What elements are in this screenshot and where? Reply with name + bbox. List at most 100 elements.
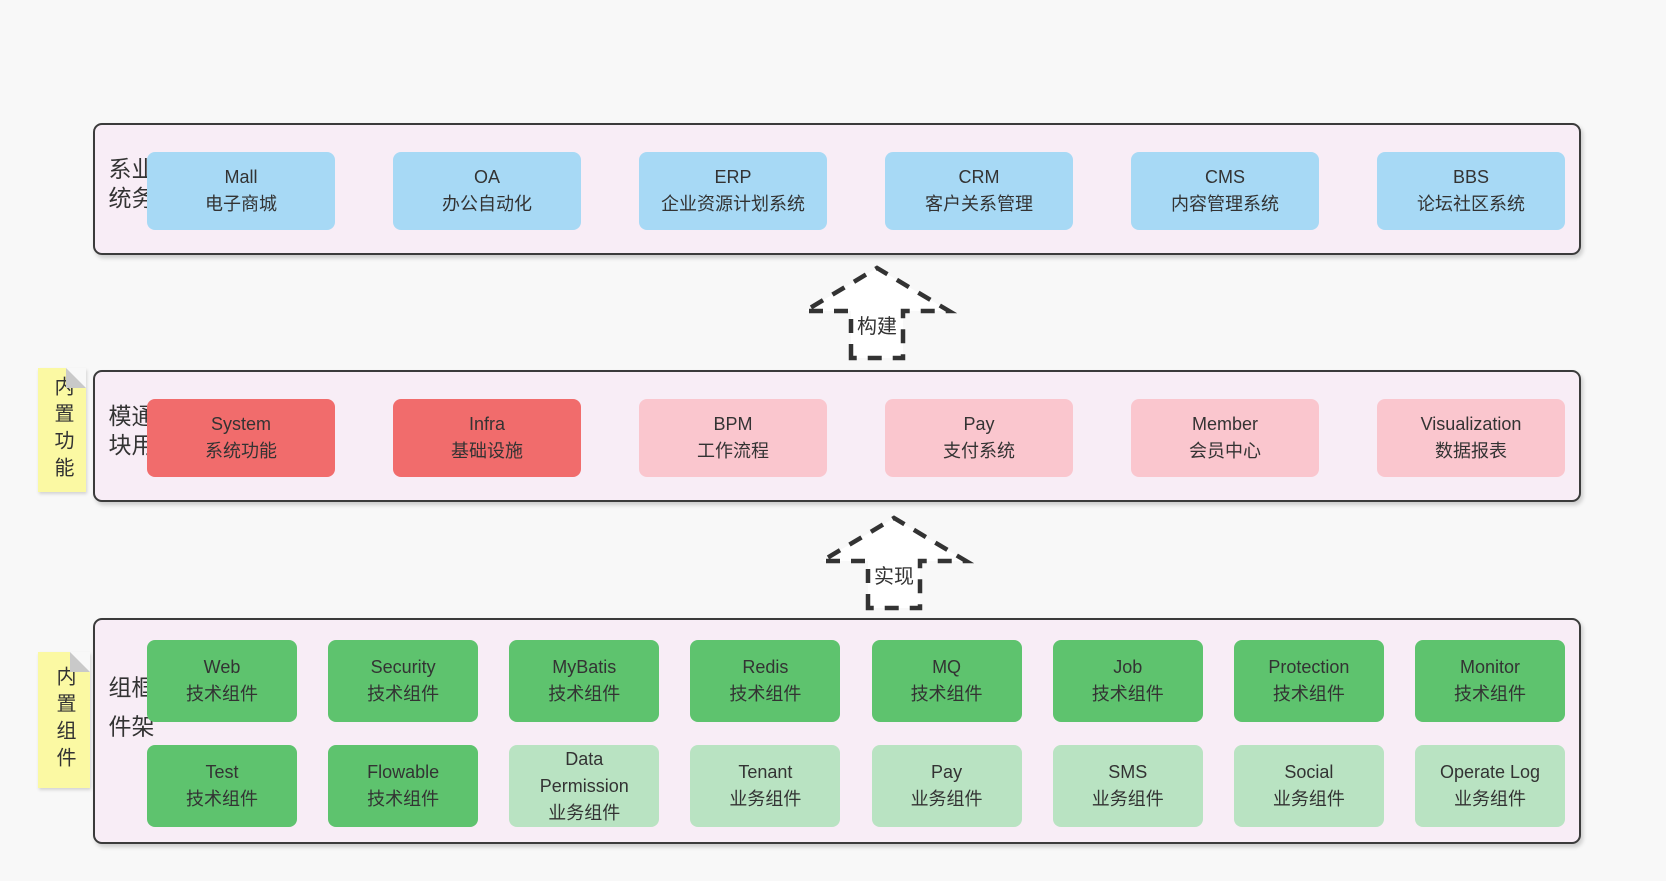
box-desc: 技术组件 bbox=[186, 684, 258, 704]
box-name: Test bbox=[205, 762, 239, 782]
box-system: System 系统功能 bbox=[147, 399, 335, 477]
sticky-built-in-components-label: 内置组件 bbox=[53, 666, 75, 774]
box-name: Pay bbox=[931, 762, 963, 782]
band-common-modules-label: 通用模块 bbox=[105, 404, 154, 462]
box-social: Social 业务组件 bbox=[1233, 745, 1384, 827]
box-desc: 业务组件 bbox=[1453, 789, 1526, 809]
box-desc: 技术组件 bbox=[1272, 684, 1345, 704]
arrow-implement: 实现 bbox=[814, 510, 974, 614]
box-data-permission: Data Permission 业务组件 bbox=[509, 745, 660, 827]
box-bpm: BPM 工作流程 bbox=[639, 399, 827, 477]
band-common-modules: 通用模块 System 系统功能 Infra 基础设施 BPM 工作流程 Pay… bbox=[93, 370, 1581, 502]
business-systems-row: Mall 电子商城 OA 办公自动化 ERP 企业资源计划系统 CRM 客户关系… bbox=[147, 152, 1565, 230]
band-business-systems: 业务系统 Mall 电子商城 OA 办公自动化 ERP 企业资源计划系统 CRM… bbox=[93, 123, 1581, 255]
box-protection: Protection 技术组件 bbox=[1233, 640, 1384, 722]
box-security: Security 技术组件 bbox=[328, 640, 479, 722]
box-operate-log: Operate Log 业务组件 bbox=[1414, 745, 1565, 827]
box-desc: 客户关系管理 bbox=[925, 194, 1033, 214]
box-desc: 支付系统 bbox=[943, 441, 1015, 461]
box-infra: Infra 基础设施 bbox=[393, 399, 581, 477]
box-desc: 业务组件 bbox=[1272, 789, 1345, 809]
box-name: Social bbox=[1284, 762, 1334, 782]
box-desc: 技术组件 bbox=[729, 684, 802, 704]
box-name: ERP bbox=[714, 167, 752, 187]
box-desc: 技术组件 bbox=[367, 789, 440, 809]
box-desc: 基础设施 bbox=[451, 441, 523, 461]
box-desc: 业务组件 bbox=[548, 802, 621, 823]
box-desc: 技术组件 bbox=[1453, 684, 1526, 704]
box-name: CMS bbox=[1205, 167, 1245, 187]
box-name: Infra bbox=[468, 414, 506, 434]
box-desc: 业务组件 bbox=[910, 789, 983, 809]
box-desc: 办公自动化 bbox=[442, 194, 532, 214]
box-desc: 技术组件 bbox=[910, 684, 983, 704]
box-name: OA bbox=[473, 167, 500, 187]
box-name: Data Permission bbox=[539, 748, 629, 796]
box-name: Operate Log bbox=[1439, 762, 1541, 782]
box-pay-component: Pay 业务组件 bbox=[871, 745, 1022, 827]
box-name: Redis bbox=[742, 657, 789, 677]
box-name: BPM bbox=[713, 414, 753, 434]
box-sms: SMS 业务组件 bbox=[1052, 745, 1203, 827]
box-crm: CRM 客户关系管理 bbox=[885, 152, 1073, 230]
box-monitor: Monitor 技术组件 bbox=[1414, 640, 1565, 722]
box-name: BBS bbox=[1452, 167, 1490, 187]
box-desc: 电子商城 bbox=[205, 194, 277, 214]
box-name: Monitor bbox=[1459, 657, 1520, 677]
box-bbs: BBS 论坛社区系统 bbox=[1377, 152, 1565, 230]
box-redis: Redis 技术组件 bbox=[690, 640, 841, 722]
box-name: Security bbox=[370, 657, 436, 677]
box-desc: 系统功能 bbox=[205, 441, 277, 461]
box-name: Mall bbox=[224, 167, 258, 187]
box-oa: OA 办公自动化 bbox=[393, 152, 581, 230]
box-mall: Mall 电子商城 bbox=[147, 152, 335, 230]
box-name: System bbox=[210, 414, 271, 434]
box-name: Member bbox=[1191, 414, 1258, 434]
box-name: Flowable bbox=[367, 762, 440, 782]
box-mq: MQ 技术组件 bbox=[871, 640, 1022, 722]
arrow-build-label: 构建 bbox=[854, 310, 900, 339]
box-name: Web bbox=[203, 657, 241, 677]
sticky-built-in-functions-label: 内置功能 bbox=[51, 376, 73, 484]
box-mybatis: MyBatis 技术组件 bbox=[509, 640, 660, 722]
box-name: SMS bbox=[1108, 762, 1148, 782]
box-desc: 工作流程 bbox=[697, 441, 769, 461]
box-desc: 技术组件 bbox=[1091, 684, 1164, 704]
box-flowable: Flowable 技术组件 bbox=[328, 745, 479, 827]
arrow-build: 构建 bbox=[797, 260, 957, 364]
band-business-systems-label: 业务系统 bbox=[105, 157, 154, 215]
box-name: MQ bbox=[932, 657, 962, 677]
box-desc: 论坛社区系统 bbox=[1417, 194, 1525, 214]
box-job: Job 技术组件 bbox=[1052, 640, 1203, 722]
box-erp: ERP 企业资源计划系统 bbox=[639, 152, 827, 230]
box-desc: 企业资源计划系统 bbox=[661, 194, 805, 214]
box-name: MyBatis bbox=[552, 657, 617, 677]
common-modules-row: System 系统功能 Infra 基础设施 BPM 工作流程 Pay 支付系统… bbox=[147, 399, 1565, 477]
box-member: Member 会员中心 bbox=[1131, 399, 1319, 477]
box-desc: 会员中心 bbox=[1189, 441, 1261, 461]
box-desc: 内容管理系统 bbox=[1171, 194, 1279, 214]
box-desc: 业务组件 bbox=[729, 789, 802, 809]
box-pay-module: Pay 支付系统 bbox=[885, 399, 1073, 477]
box-name: CRM bbox=[958, 167, 1000, 187]
box-name: Visualization bbox=[1420, 414, 1522, 434]
box-desc: 技术组件 bbox=[548, 684, 621, 704]
box-name: Protection bbox=[1268, 657, 1350, 677]
band-framework-components: 框架组件 Web 技术组件 Security 技术组件 MyBatis 技术组件… bbox=[93, 618, 1581, 844]
box-desc: 技术组件 bbox=[367, 684, 440, 704]
box-web: Web 技术组件 bbox=[147, 640, 297, 722]
framework-components-row-2: Test 技术组件 Flowable 技术组件 Data Permission … bbox=[147, 745, 1565, 827]
box-desc: 技术组件 bbox=[186, 789, 258, 809]
arrow-implement-label: 实现 bbox=[871, 560, 917, 589]
box-desc: 数据报表 bbox=[1435, 441, 1507, 461]
framework-components-row-1: Web 技术组件 Security 技术组件 MyBatis 技术组件 Redi… bbox=[147, 640, 1565, 722]
box-name: Job bbox=[1113, 657, 1143, 677]
band-framework-components-label: 框架组件 bbox=[105, 675, 154, 754]
box-tenant: Tenant 业务组件 bbox=[690, 745, 841, 827]
sticky-built-in-functions: 内置功能 bbox=[38, 368, 86, 492]
box-cms: CMS 内容管理系统 bbox=[1131, 152, 1319, 230]
box-name: Tenant bbox=[738, 762, 793, 782]
box-name: Pay bbox=[963, 414, 995, 434]
sticky-built-in-components: 内置组件 bbox=[38, 652, 90, 788]
